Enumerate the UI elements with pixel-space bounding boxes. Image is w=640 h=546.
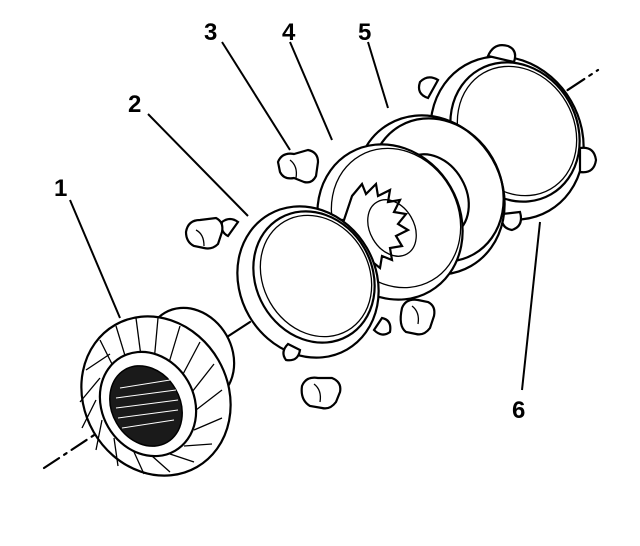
leader-2 — [147, 113, 249, 217]
callout-4: 4 — [282, 19, 296, 46]
callout-5: 5 — [358, 19, 371, 46]
side-clip-bottom — [300, 376, 342, 410]
callout-6: 6 — [512, 397, 525, 424]
callout-3: 3 — [204, 19, 217, 46]
callout-1: 1 — [54, 175, 67, 202]
side-clip-right — [399, 298, 436, 336]
leader-1 — [69, 199, 121, 319]
leader-lines — [69, 41, 541, 391]
part-3-shim-clip — [276, 148, 320, 184]
part-2-clutch-plate — [220, 205, 392, 362]
leader-5 — [367, 41, 389, 109]
leader-4 — [289, 41, 333, 141]
side-clip-left — [184, 216, 224, 250]
part-1-side-gear — [79, 306, 236, 477]
callout-2: 2 — [128, 91, 141, 118]
leader-3 — [221, 41, 291, 151]
leader-6 — [521, 221, 541, 391]
